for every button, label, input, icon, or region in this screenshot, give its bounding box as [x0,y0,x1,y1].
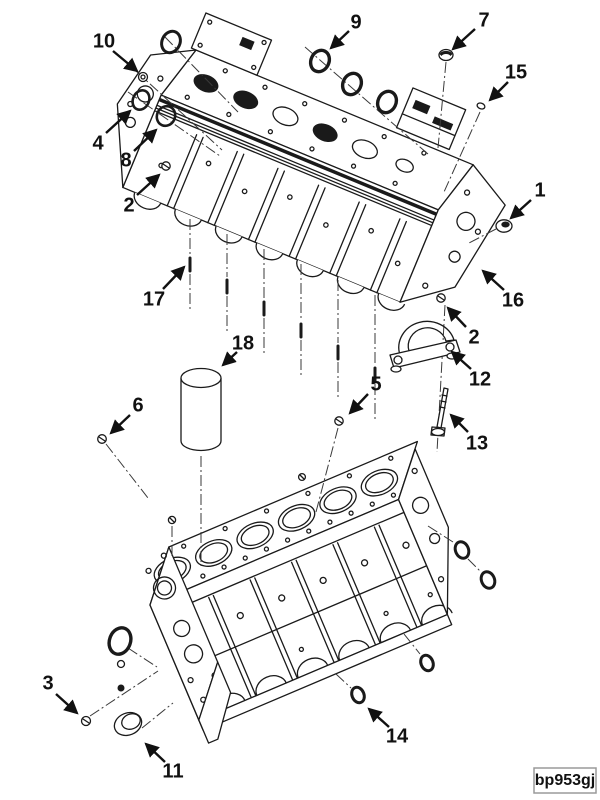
cup-plug-icon [113,711,143,737]
callout-4: 4 [92,132,104,154]
plug-icon [334,416,344,426]
stud-set-icon [188,256,377,383]
pin-plug-icon [476,102,486,110]
plug-icon [161,161,171,171]
o-ring-icon [453,540,471,560]
callout-7: 7 [478,9,489,31]
callout-8: 8 [120,149,131,171]
figure-code-box: bp953gj [533,767,597,794]
callout-17: 17 [143,288,165,310]
o-ring-icon [419,653,435,673]
figure-code: bp953gj [535,772,595,789]
cylinder-liner-icon [180,367,222,452]
callout-11: 11 [162,760,183,782]
small-parts [80,29,513,737]
callout-16: 16 [502,289,524,311]
bracket-icon [389,320,461,373]
callout-18: 18 [232,332,254,354]
o-ring-icon [107,626,133,656]
nut-icon [116,659,126,669]
bolt-icon [430,387,449,437]
nut-icon [117,684,125,692]
screw-icon [97,434,107,444]
callout-3: 3 [42,672,53,694]
callout-2-lower: 2 [468,326,479,348]
nut-icon [137,71,149,83]
o-ring-icon [479,570,497,590]
o-ring-icon [160,29,182,55]
screw-icon [297,472,307,482]
o-ring-icon [155,104,177,128]
callout-2-upper: 2 [123,194,134,216]
plug-icon [436,293,446,303]
o-ring-icon [350,685,366,705]
plug-icon [80,715,92,727]
callout-arrows [55,28,532,763]
cup-plug-icon [495,219,513,233]
callout-9: 9 [350,11,361,33]
o-ring-icon [131,89,151,111]
callout-14: 14 [386,725,409,747]
callout-6: 6 [132,394,143,416]
callout-10: 10 [93,30,115,52]
callout-1: 1 [534,179,545,201]
callout-15: 15 [505,61,527,83]
callout-numbers: 10 4 8 2 17 9 7 15 1 16 2 12 13 18 6 5 3… [42,9,545,782]
callout-13: 13 [466,432,488,454]
cup-plug-icon [438,48,454,62]
lower-engine-block-illustration [145,440,453,744]
screw-icon [167,515,177,525]
callout-5: 5 [370,373,381,395]
callout-12: 12 [469,368,491,390]
upper-engine-block-illustration [116,12,506,311]
o-ring-set-icon [308,48,399,115]
